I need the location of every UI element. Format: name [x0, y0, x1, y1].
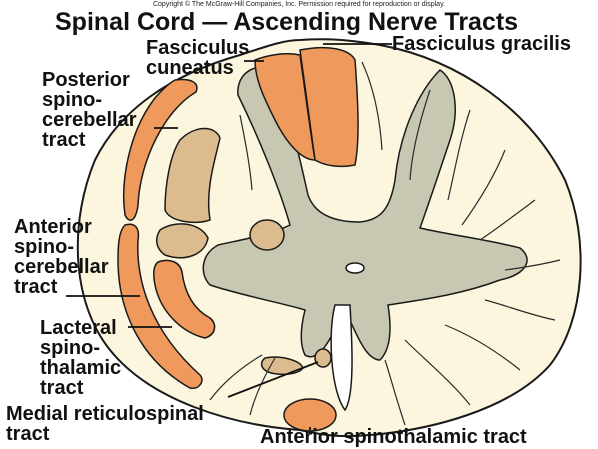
label-line: tract [14, 276, 58, 298]
label-fasciculus-cuneatus: Fasciculus cuneatus [146, 38, 249, 78]
copyright-notice: Copyright © The McGraw-Hill Companies, I… [152, 1, 445, 8]
fasciculus-gracilis-region [299, 46, 359, 168]
label-line: Medial reticulospinal [6, 403, 204, 425]
medial-reticulospinal-region [314, 348, 332, 368]
pointer-lines [66, 43, 392, 430]
label-line: Lacteral [40, 317, 117, 339]
label-line: tract [42, 129, 86, 151]
label-line: thalamic [40, 357, 122, 379]
label-line: cerebellar [14, 256, 109, 278]
gray-matter [202, 66, 528, 361]
central-canal [345, 262, 365, 274]
tan-tract-middle [155, 223, 209, 259]
white-matter-fiber-lines [209, 61, 561, 426]
label-line: tract [40, 377, 84, 399]
label-anterior-spinothalamic-tract: Anterior spinothalamic tract [260, 427, 527, 447]
tan-tract-right [249, 219, 285, 251]
tan-tract-upper [164, 127, 221, 223]
label-posterior-spinocerebellar-tract: Posterior spino- cerebellar tract [42, 70, 137, 150]
anterior-spinocerebellar-region [117, 223, 203, 389]
label-line: Fasciculus gracilis [392, 33, 571, 55]
diagram-title: Spinal Cord — Ascending Nerve Tracts [55, 8, 519, 36]
label-medial-reticulospinal-tract: Medial reticulospinal tract [6, 404, 204, 444]
label-lateral-spinothalamic-tract: Lacteral spino- thalamic tract [40, 318, 121, 398]
label-anterior-spinocerebellar-tract: Anterior spino- cerebellar tract [14, 217, 109, 297]
anterior-median-fissure [330, 304, 353, 412]
label-line: Posterior [42, 69, 130, 91]
label-line: cuneatus [146, 57, 234, 79]
lateral-spinothalamic-region [153, 259, 216, 339]
anterior-spinothalamic-region [283, 398, 337, 432]
label-line: spino- [14, 236, 74, 258]
label-line: Anterior [14, 216, 92, 238]
label-line: spino- [42, 89, 102, 111]
label-line: spino- [40, 337, 100, 359]
label-line: Fasciculus [146, 37, 250, 59]
posterior-spinocerebellar-region [123, 78, 198, 221]
label-fasciculus-gracilis: Fasciculus gracilis [392, 34, 571, 54]
label-line: tract [6, 423, 50, 445]
label-line: Anterior spinothalamic tract [260, 426, 527, 448]
label-line: cerebellar [42, 109, 137, 131]
